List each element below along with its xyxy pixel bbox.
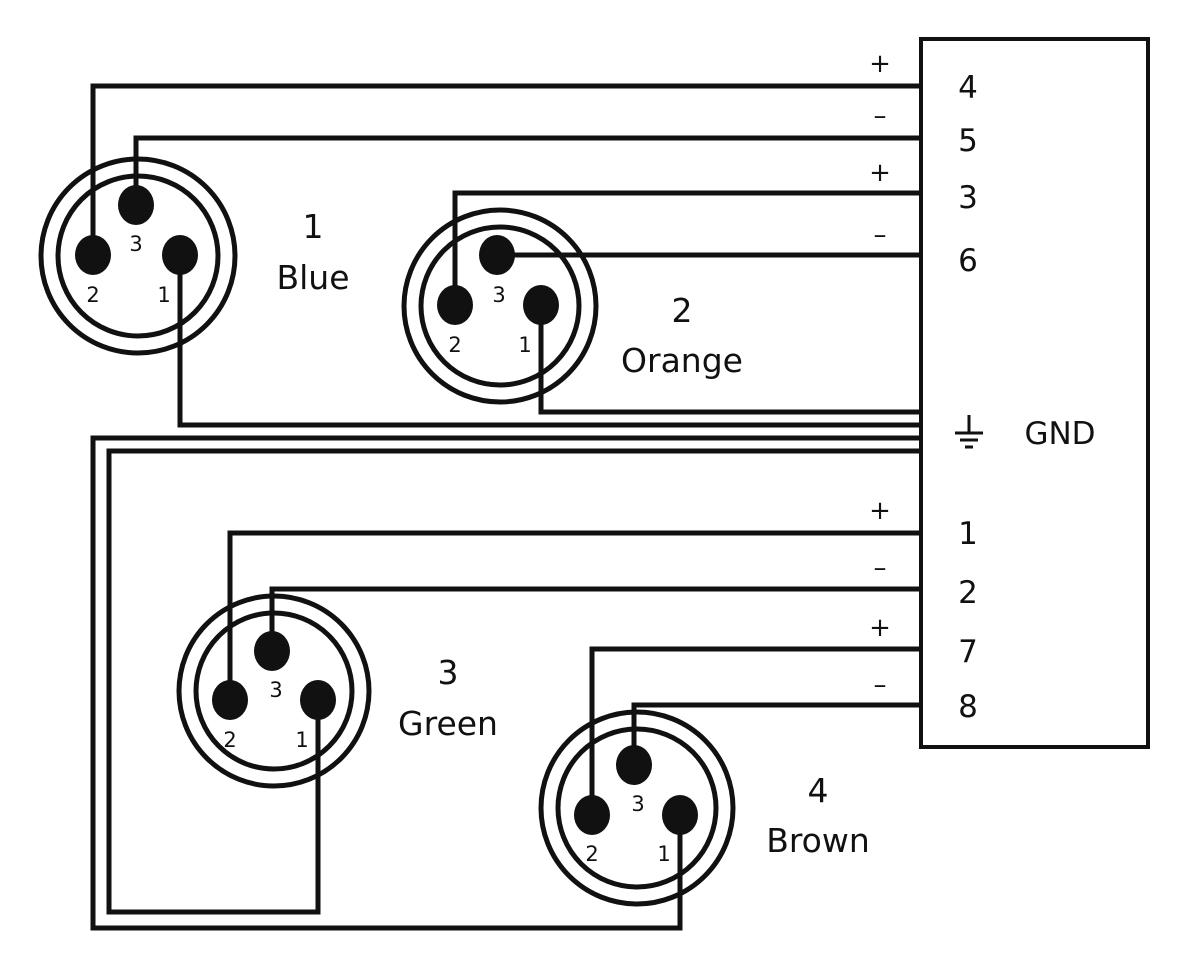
pin-label: 2 [223,728,236,752]
pin-1 [300,680,336,720]
polarity-sign: – [874,670,887,700]
wire-orange-pin1-to-gnd [538,305,921,415]
wire-brown-pin3-to-terminal-8 [631,702,921,765]
connector-number: 1 [303,207,324,246]
pin-label: 1 [518,333,531,357]
terminal-block [919,37,1150,749]
wire-brown-pin1-to-gnd [90,435,921,931]
terminal-label: 1 [958,516,978,552]
terminal-label: 4 [958,70,978,106]
wire-green-pin3-to-terminal-2 [269,586,921,651]
terminal-labels: 4 5 3 6 1 2 7 8 GND [955,70,1096,725]
pin-1 [162,235,198,275]
connector-3: 3 2 1 3 Green [176,593,498,789]
polarity-sign: + [869,496,891,526]
terminal-label: 6 [958,243,978,279]
connector-color-name: Brown [766,821,870,860]
connector-color-name: Orange [621,341,743,380]
wire-orange-pin2-to-terminal-3 [452,190,921,305]
terminal-label: 7 [958,634,978,670]
pin-1 [523,285,559,325]
connector-2: 3 2 1 2 Orange [401,207,743,405]
connector-color-name: Green [398,704,498,743]
gnd-label: GND [1024,416,1095,452]
pin-label: 1 [657,842,670,866]
pin-2 [75,235,111,275]
pin-label: 3 [631,792,644,816]
pin-2 [212,680,248,720]
wire-green-pin2-to-terminal-1 [227,530,921,700]
connector-color-name: Blue [276,258,349,297]
terminal-label: 2 [958,575,978,611]
connector-1: 3 2 1 1 Blue [38,156,350,356]
connector-number: 4 [808,771,829,810]
pin-2 [574,795,610,835]
wire-blue-pin2-to-terminal-4 [90,83,921,255]
wires [90,83,921,931]
connector-number: 2 [672,291,693,330]
pin-label: 2 [448,333,461,357]
pin-label: 3 [492,283,505,307]
pin-label: 2 [585,842,598,866]
pin-label: 3 [129,232,142,256]
pin-label: 1 [295,728,308,752]
pin-2 [437,285,473,325]
pin-3 [616,745,652,785]
wire-blue-pin1-to-gnd [177,255,921,428]
polarity-sign: + [869,613,891,643]
wire-brown-pin2-to-terminal-7 [589,646,921,815]
polarity-sign: – [874,101,887,131]
pin-3 [479,235,515,275]
pin-1 [662,795,698,835]
wire-blue-pin3-to-terminal-5 [133,135,921,205]
wire-green-pin1-to-gnd [106,448,921,915]
polarity-sign: + [869,49,891,79]
polarity-sign: + [869,158,891,188]
terminal-label: 5 [958,123,978,159]
ground-icon [955,415,983,449]
pin-label: 1 [157,283,170,307]
polarity-sign: – [874,220,887,250]
polarity-sign: – [874,553,887,583]
pin-label: 2 [86,283,99,307]
pin-label: 3 [269,678,282,702]
connector-4: 3 2 1 4 Brown [538,709,870,907]
terminal-label: 3 [958,180,978,216]
terminal-label: 8 [958,689,978,725]
connector-number: 3 [438,653,459,692]
polarity-labels: + – + – + – + – [869,49,891,700]
pin-3 [254,631,290,671]
pin-3 [118,185,154,225]
